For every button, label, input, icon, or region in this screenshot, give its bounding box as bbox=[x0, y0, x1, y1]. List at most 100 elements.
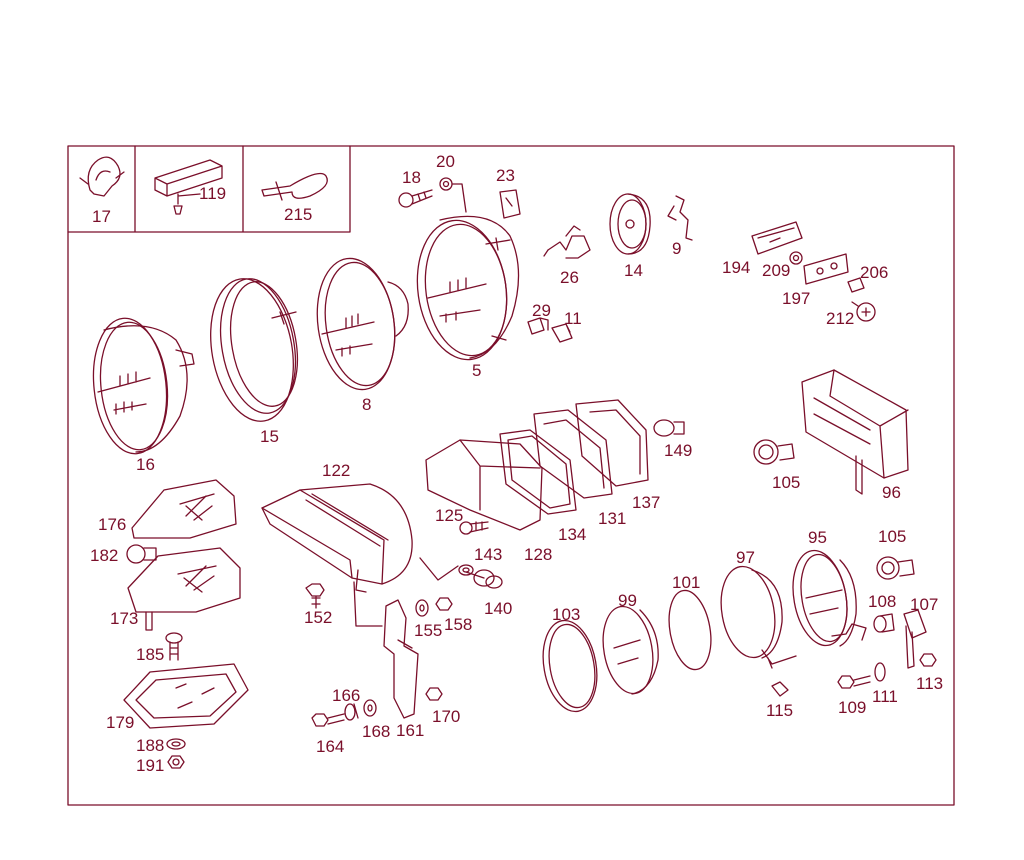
callout-26: 26 bbox=[560, 268, 579, 287]
callout-134: 134 bbox=[558, 525, 586, 544]
callout-170: 170 bbox=[432, 707, 460, 726]
lens-194-icon bbox=[751, 221, 803, 255]
reflector-137 bbox=[575, 399, 649, 487]
callout-191: 191 bbox=[136, 756, 164, 775]
callout-15: 15 bbox=[260, 427, 279, 446]
auxiliary-lamp-96 bbox=[801, 369, 909, 495]
cable-tie-215-icon bbox=[261, 172, 328, 201]
nut-209-icon bbox=[789, 251, 803, 265]
gasket-179 bbox=[123, 663, 249, 729]
callout-95: 95 bbox=[808, 528, 827, 547]
callout-23: 23 bbox=[496, 166, 515, 185]
callout-168: 168 bbox=[362, 722, 390, 741]
callout-29: 29 bbox=[532, 301, 551, 320]
bulb-182-icon bbox=[126, 544, 157, 564]
headlamp-16 bbox=[92, 317, 195, 455]
callout-143: 143 bbox=[474, 545, 502, 564]
headlamp-8 bbox=[316, 257, 409, 391]
washer-166-icon bbox=[344, 703, 359, 721]
callout-179: 179 bbox=[106, 713, 134, 732]
frame-134 bbox=[499, 429, 577, 515]
callout-107: 107 bbox=[910, 595, 938, 614]
callout-8: 8 bbox=[362, 395, 371, 414]
grommet-140-icon bbox=[473, 569, 503, 589]
washer-155-icon bbox=[415, 599, 429, 617]
bolt-152-icon bbox=[305, 583, 325, 609]
mounting-ring-15 bbox=[210, 278, 299, 422]
fog-lamp-95 bbox=[792, 549, 867, 647]
clip-23-icon bbox=[499, 189, 521, 219]
callout-212: 212 bbox=[826, 309, 854, 328]
nut-170-icon bbox=[425, 687, 443, 701]
callout-115: 115 bbox=[766, 701, 793, 720]
fog-lamp-housing-122 bbox=[261, 483, 413, 593]
callout-206: 206 bbox=[860, 263, 888, 282]
callout-194: 194 bbox=[722, 258, 750, 277]
callout-155: 155 bbox=[414, 621, 442, 640]
callout-128: 128 bbox=[524, 545, 552, 564]
washer-20-icon bbox=[439, 177, 467, 213]
callout-109: 109 bbox=[838, 698, 866, 717]
callout-176: 176 bbox=[98, 515, 126, 534]
callout-182: 182 bbox=[90, 546, 118, 565]
fog-lamp-body-128 bbox=[425, 439, 543, 531]
callout-149: 149 bbox=[664, 441, 692, 460]
callout-185: 185 bbox=[136, 645, 164, 664]
housing-97 bbox=[720, 565, 797, 669]
callout-5: 5 bbox=[472, 361, 481, 380]
lens-99 bbox=[602, 605, 659, 695]
clip-115-icon bbox=[771, 681, 789, 697]
trim-strip-119-icon bbox=[154, 159, 223, 215]
plate-197-icon bbox=[803, 253, 849, 285]
nut-113-icon bbox=[919, 653, 937, 667]
bulb-socket-105a-icon bbox=[753, 439, 795, 465]
indicator-lens-176 bbox=[131, 479, 237, 539]
callout-111: 111 bbox=[872, 687, 898, 706]
callout-17: 17 bbox=[92, 207, 111, 226]
nut-191-icon bbox=[167, 755, 185, 769]
callout-164: 164 bbox=[316, 737, 344, 756]
screw-206-icon bbox=[847, 277, 876, 322]
halogen-bulb-26-icon bbox=[543, 225, 591, 259]
callout-122: 122 bbox=[322, 461, 350, 480]
washer-168-icon bbox=[363, 699, 377, 717]
nut-158-icon bbox=[435, 597, 453, 611]
callout-131: 131 bbox=[598, 509, 626, 528]
callout-152: 152 bbox=[304, 608, 332, 627]
callout-137: 137 bbox=[632, 493, 660, 512]
bulb-socket-105b-icon bbox=[876, 556, 915, 580]
callout-113: 113 bbox=[916, 674, 943, 693]
seal-101 bbox=[668, 589, 712, 671]
callout-18: 18 bbox=[402, 168, 421, 187]
callout-119: 119 bbox=[199, 184, 226, 203]
screw-18-icon bbox=[398, 189, 433, 208]
callout-125: 125 bbox=[435, 506, 463, 525]
callout-16: 16 bbox=[136, 455, 155, 474]
lamp-cup-14-icon bbox=[609, 193, 651, 255]
callout-209: 209 bbox=[762, 261, 790, 280]
callout-101: 101 bbox=[672, 573, 700, 592]
callout-108: 108 bbox=[868, 592, 896, 611]
trim-ring-103 bbox=[542, 619, 598, 713]
callout-9: 9 bbox=[672, 239, 681, 258]
callout-140: 140 bbox=[484, 599, 512, 618]
socket-11-icon bbox=[551, 323, 573, 343]
diagram-frame bbox=[67, 145, 955, 806]
clip-17-icon bbox=[79, 156, 125, 197]
callout-14: 14 bbox=[624, 261, 643, 280]
callout-96: 96 bbox=[882, 483, 901, 502]
callout-166: 166 bbox=[332, 686, 360, 705]
headlamp-5 bbox=[416, 215, 520, 361]
callout-97: 97 bbox=[736, 548, 755, 567]
inset-box-dividers bbox=[67, 145, 351, 233]
washer-111-icon bbox=[874, 662, 886, 682]
spring-clip-9-icon bbox=[667, 195, 693, 241]
callout-105a: 105 bbox=[772, 473, 800, 492]
callout-11: 11 bbox=[564, 309, 582, 328]
bracket-161 bbox=[353, 581, 419, 719]
screw-185-icon bbox=[165, 632, 183, 661]
washer-143-icon bbox=[458, 564, 474, 576]
